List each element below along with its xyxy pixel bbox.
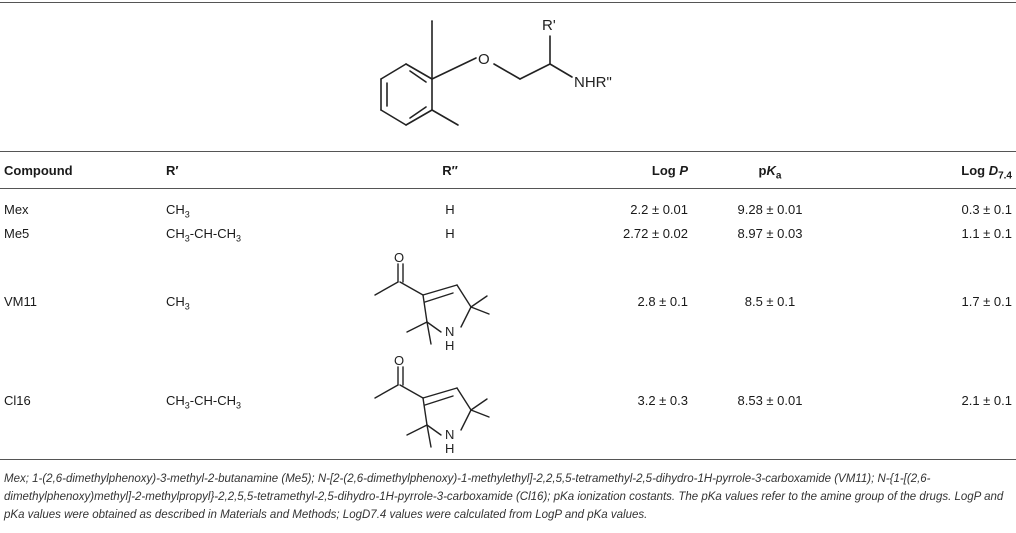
carbonyl-oxygen-label: O <box>394 355 404 368</box>
row-me5-r-double-prime: H <box>445 226 455 241</box>
row-vm11-log-d: 1.7 ± 0.1 <box>961 294 1012 309</box>
row-vm11-r-prime: CH3 <box>166 294 190 312</box>
header-log-p: Log P <box>560 163 688 179</box>
ring-nitrogen-label: N <box>445 324 454 339</box>
ring-nitrogen-label: N <box>445 427 454 442</box>
row-cl16-log-p: 3.2 ± 0.3 <box>637 393 688 408</box>
row-me5-log-p: 2.72 ± 0.02 <box>623 226 688 241</box>
row-vm11-pka: 8.5 ± 0.1 <box>744 294 796 309</box>
row-mex-log-p: 2.2 ± 0.01 <box>630 202 688 217</box>
oxygen-label: O <box>478 51 490 68</box>
r-prime-label: R' <box>542 17 556 34</box>
row-me5-r-prime: CH3-CH-CH3 <box>166 226 242 244</box>
row-cl16-log-d: 2.1 ± 0.1 <box>961 393 1012 408</box>
table-footnote: Mex; 1-(2,6-dimethylphenoxy)-3-methyl-2-… <box>4 473 1004 521</box>
row-cl16-pyrroline-structure: O N H <box>374 355 490 455</box>
header-bottom-rule <box>0 188 1016 189</box>
row-cl16-compound: Cl16 <box>4 393 31 408</box>
row-vm11-pyrroline-structure: O N H <box>374 252 490 352</box>
ring-hydrogen-label: H <box>445 338 454 352</box>
top-rule <box>0 2 1016 3</box>
header-log-d: Log D7.4 <box>880 163 1012 185</box>
header-compound: Compound <box>4 163 73 178</box>
header-log-p-var: P <box>679 163 688 178</box>
header-pka-var: K <box>766 163 776 178</box>
header-pka: pKa <box>730 163 810 185</box>
row-me5-pka: 8.97 ± 0.03 <box>737 226 803 241</box>
row-mex-pka: 9.28 ± 0.01 <box>737 202 803 217</box>
header-log-d-prefix: Log <box>961 163 989 178</box>
carbonyl-oxygen-label: O <box>394 252 404 265</box>
row-vm11-compound: VM11 <box>4 294 37 309</box>
nhr-label: NHR" <box>574 74 612 91</box>
row-me5-log-d: 1.1 ± 0.1 <box>961 226 1012 241</box>
ring-hydrogen-label: H <box>445 441 454 455</box>
header-pka-prefix: p <box>758 163 767 178</box>
header-log-d-var: D <box>988 163 999 178</box>
general-structure-diagram: O R' NHR" <box>380 17 612 126</box>
header-top-rule <box>0 151 1016 152</box>
row-mex-compound: Mex <box>4 202 29 217</box>
header-r-double-prime: R″ <box>442 163 458 178</box>
header-r-prime: R′ <box>166 163 179 178</box>
header-pka-sub: a <box>775 170 782 182</box>
row-me5-compound: Me5 <box>4 226 30 241</box>
row-vm11-log-p: 2.8 ± 0.1 <box>637 294 688 309</box>
header-log-p-prefix: Log <box>651 163 680 178</box>
row-mex-r-prime: CH3 <box>166 202 190 220</box>
row-cl16-pka: 8.53 ± 0.01 <box>737 393 803 408</box>
row-mex-log-d: 0.3 ± 0.1 <box>961 202 1012 217</box>
row-mex-r-double-prime: H <box>445 202 455 217</box>
row-cl16-r-prime: CH3-CH-CH3 <box>166 393 242 411</box>
header-log-d-sub: 7.4 <box>998 170 1012 182</box>
table-bottom-rule <box>0 459 1016 460</box>
